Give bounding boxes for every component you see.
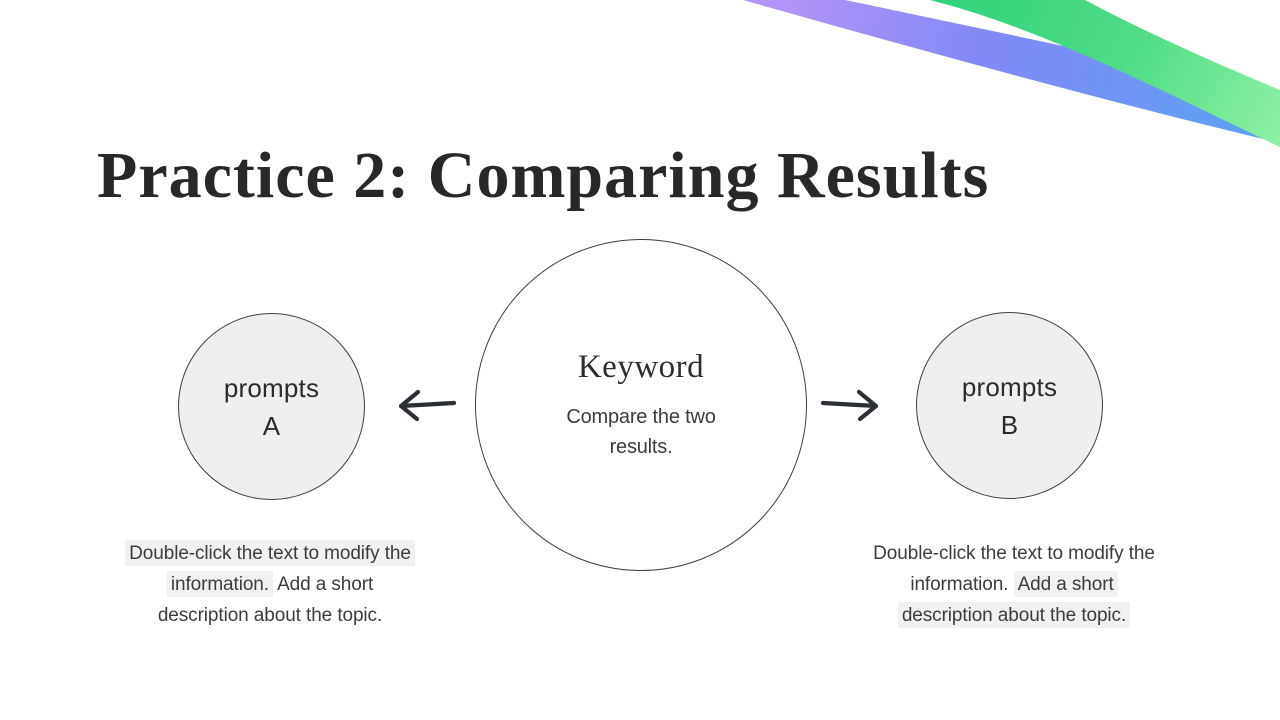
caption-right[interactable]: Double-click the text to modify the info… [824, 538, 1204, 631]
slide-title[interactable]: Practice 2: Comparing Results [97, 139, 990, 213]
node-label-prompts-b[interactable]: prompts B [961, 371, 1058, 440]
keyword-title[interactable]: Keyword [577, 348, 705, 385]
node-prompts-b[interactable]: prompts B [916, 312, 1103, 499]
caption-text-highlighted: Double-click the text to modify the [125, 540, 415, 566]
caption-line: Double-click the text to modify the [824, 538, 1204, 569]
node-prompts-a[interactable]: prompts A [178, 313, 365, 500]
caption-text: Add a short [272, 574, 374, 595]
caption-line: description about the topic. [824, 600, 1204, 631]
node-label-prompts-a[interactable]: prompts A [223, 372, 320, 441]
caption-left[interactable]: Double-click the text to modify the info… [80, 538, 460, 631]
right-arrow-icon[interactable] [818, 386, 884, 426]
ribbon-green-band [930, 0, 1280, 147]
caption-text: Double-click the text to modify the [873, 543, 1155, 564]
caption-text: information. [910, 574, 1014, 595]
node-keyword[interactable]: Keyword Compare the two results. [475, 239, 807, 571]
caption-line: Double-click the text to modify the [80, 538, 460, 569]
caption-line: information. Add a short [80, 569, 460, 600]
caption-line: description about the topic. [80, 600, 460, 631]
caption-text: description about the topic. [157, 605, 383, 626]
caption-text-highlighted: Add a short [1013, 571, 1118, 597]
keyword-description[interactable]: Compare the two results. [566, 405, 716, 458]
left-arrow-icon[interactable] [392, 386, 458, 426]
ribbon-blue-band [743, 0, 1280, 143]
caption-text-highlighted: information. [166, 571, 273, 597]
caption-line: information. Add a short [824, 569, 1204, 600]
caption-text-highlighted: description about the topic. [897, 602, 1131, 628]
